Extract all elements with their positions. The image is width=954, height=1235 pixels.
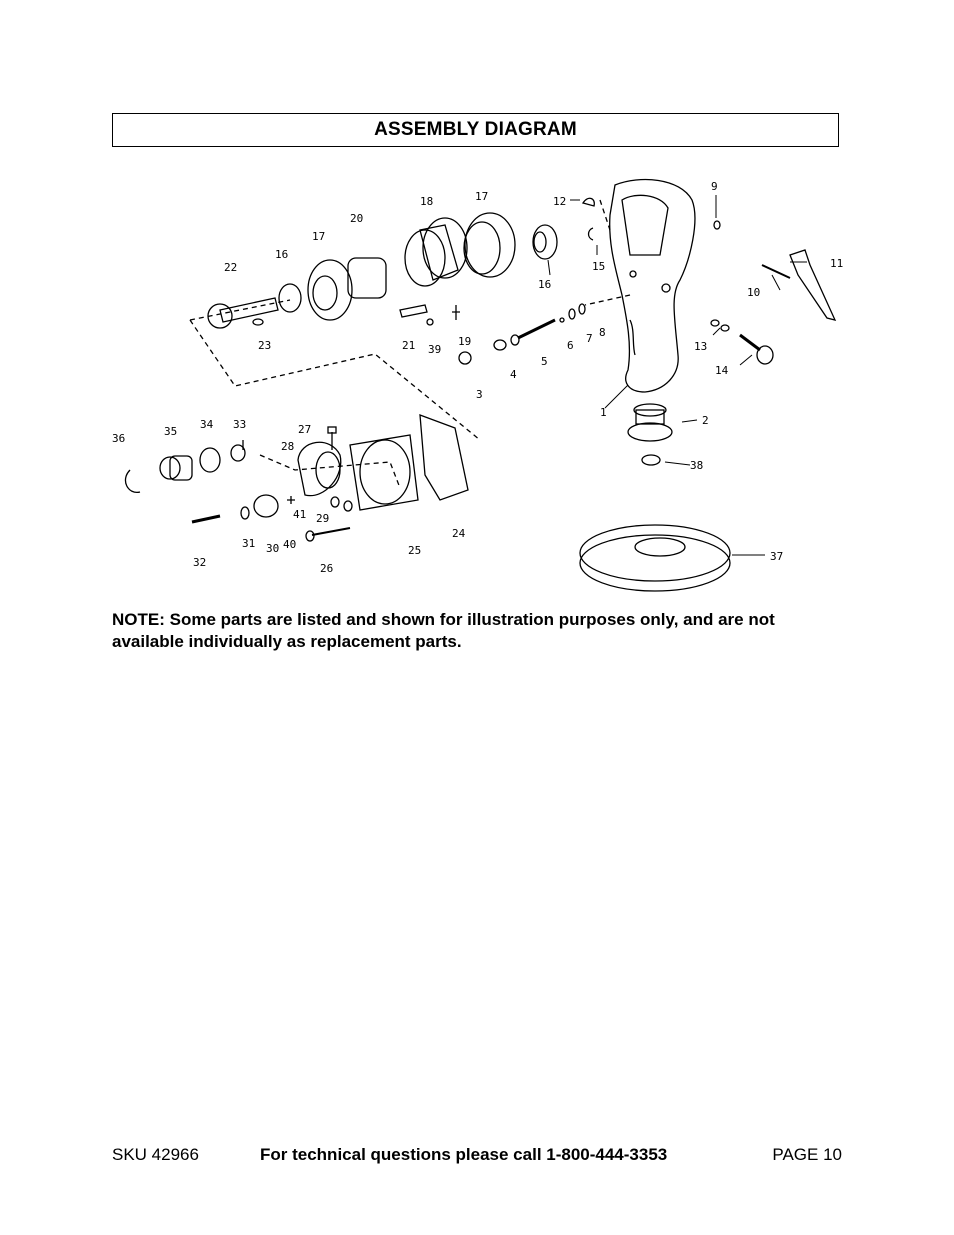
callout-18: 18 [420,195,433,208]
footer-tech-support: For technical questions please call 1-80… [260,1145,668,1164]
callout-19: 19 [458,335,471,348]
callout-41: 41 [293,508,306,521]
callout-8: 8 [599,326,606,339]
cylinder [422,217,468,279]
page-footer: SKU 42966 For technical questions please… [112,1145,842,1167]
retaining-ring [124,469,141,493]
callout-37: 37 [770,550,783,563]
bearing-left [278,283,302,313]
callout-14: 14 [715,364,729,377]
callout-7: 7 [586,332,593,345]
callout-23: 23 [258,339,271,352]
callout-12: 12 [553,195,566,208]
housing-window [621,194,669,256]
section-title-box: ASSEMBLY DIAGRAM [112,113,839,147]
callout-31: 31 [242,537,255,550]
housing-hole [661,283,671,293]
assembly-guide-line-lower [259,454,401,489]
callout-29: 29 [316,512,329,525]
callout-15: 15 [592,260,605,273]
rotor [347,257,387,299]
callout-25: 25 [408,544,421,557]
callout-9: 9 [711,180,718,193]
throttle-lever [789,249,837,321]
rotor-blade [399,304,428,318]
callout-11: 11 [830,257,843,270]
callout-4: 4 [510,368,517,381]
parts-note: NOTE: Some parts are listed and shown fo… [112,610,775,651]
callout-26: 26 [320,562,333,575]
callout-39: 39 [428,343,441,356]
footer-sku: SKU 42966 [112,1145,199,1164]
clip-12 [581,197,595,207]
end-plate-right [464,212,516,278]
callout-22: 22 [224,261,237,274]
housing-handle [609,178,696,393]
callout-17b: 17 [312,230,325,243]
callout-27: 27 [298,423,311,436]
exhaust-deflector [633,403,667,417]
assembly-guide-line-right [584,294,631,306]
callout-5: 5 [541,355,548,368]
callout-40: 40 [283,538,296,551]
callout-16a: 16 [538,278,551,291]
assembly-guide-line-left [189,299,291,321]
assembly-guide-line-top [599,199,611,231]
assembly-guide-line-upper [189,319,481,441]
end-plate-left [307,259,353,321]
callout-10: 10 [747,286,760,299]
callout-36: 36 [112,432,125,445]
gasket [419,414,469,501]
counterweight [297,441,342,497]
nut-38 [641,454,661,466]
exploded-view-drawing: 1 2 3 4 5 6 7 8 9 10 11 12 13 14 15 16 1… [112,178,843,592]
callout-35: 35 [164,425,177,438]
sanding-pad [579,524,731,582]
callout-6: 6 [567,339,574,352]
callout-2: 2 [702,414,709,427]
callout-3: 3 [476,388,483,401]
callout-16b: 16 [275,248,288,261]
callout-30: 30 [266,542,279,555]
assembly-diagram: 1 2 3 4 5 6 7 8 9 10 11 12 13 14 15 16 1… [100,170,860,600]
callout-32: 32 [193,556,206,569]
footer-page-number: PAGE 10 [772,1145,842,1164]
spindle [219,297,279,323]
callout-20: 20 [350,212,363,225]
callout-17a: 17 [475,190,488,203]
callout-24: 24 [452,527,466,540]
callout-34: 34 [200,418,214,431]
page-title: ASSEMBLY DIAGRAM [374,119,577,140]
bearing-right [532,224,558,260]
callout-33: 33 [233,418,246,431]
shroud [349,434,419,511]
callout-38: 38 [690,459,703,472]
callout-13: 13 [694,340,707,353]
callout-1: 1 [600,406,607,419]
callout-28: 28 [281,440,294,453]
callout-21: 21 [402,339,415,352]
